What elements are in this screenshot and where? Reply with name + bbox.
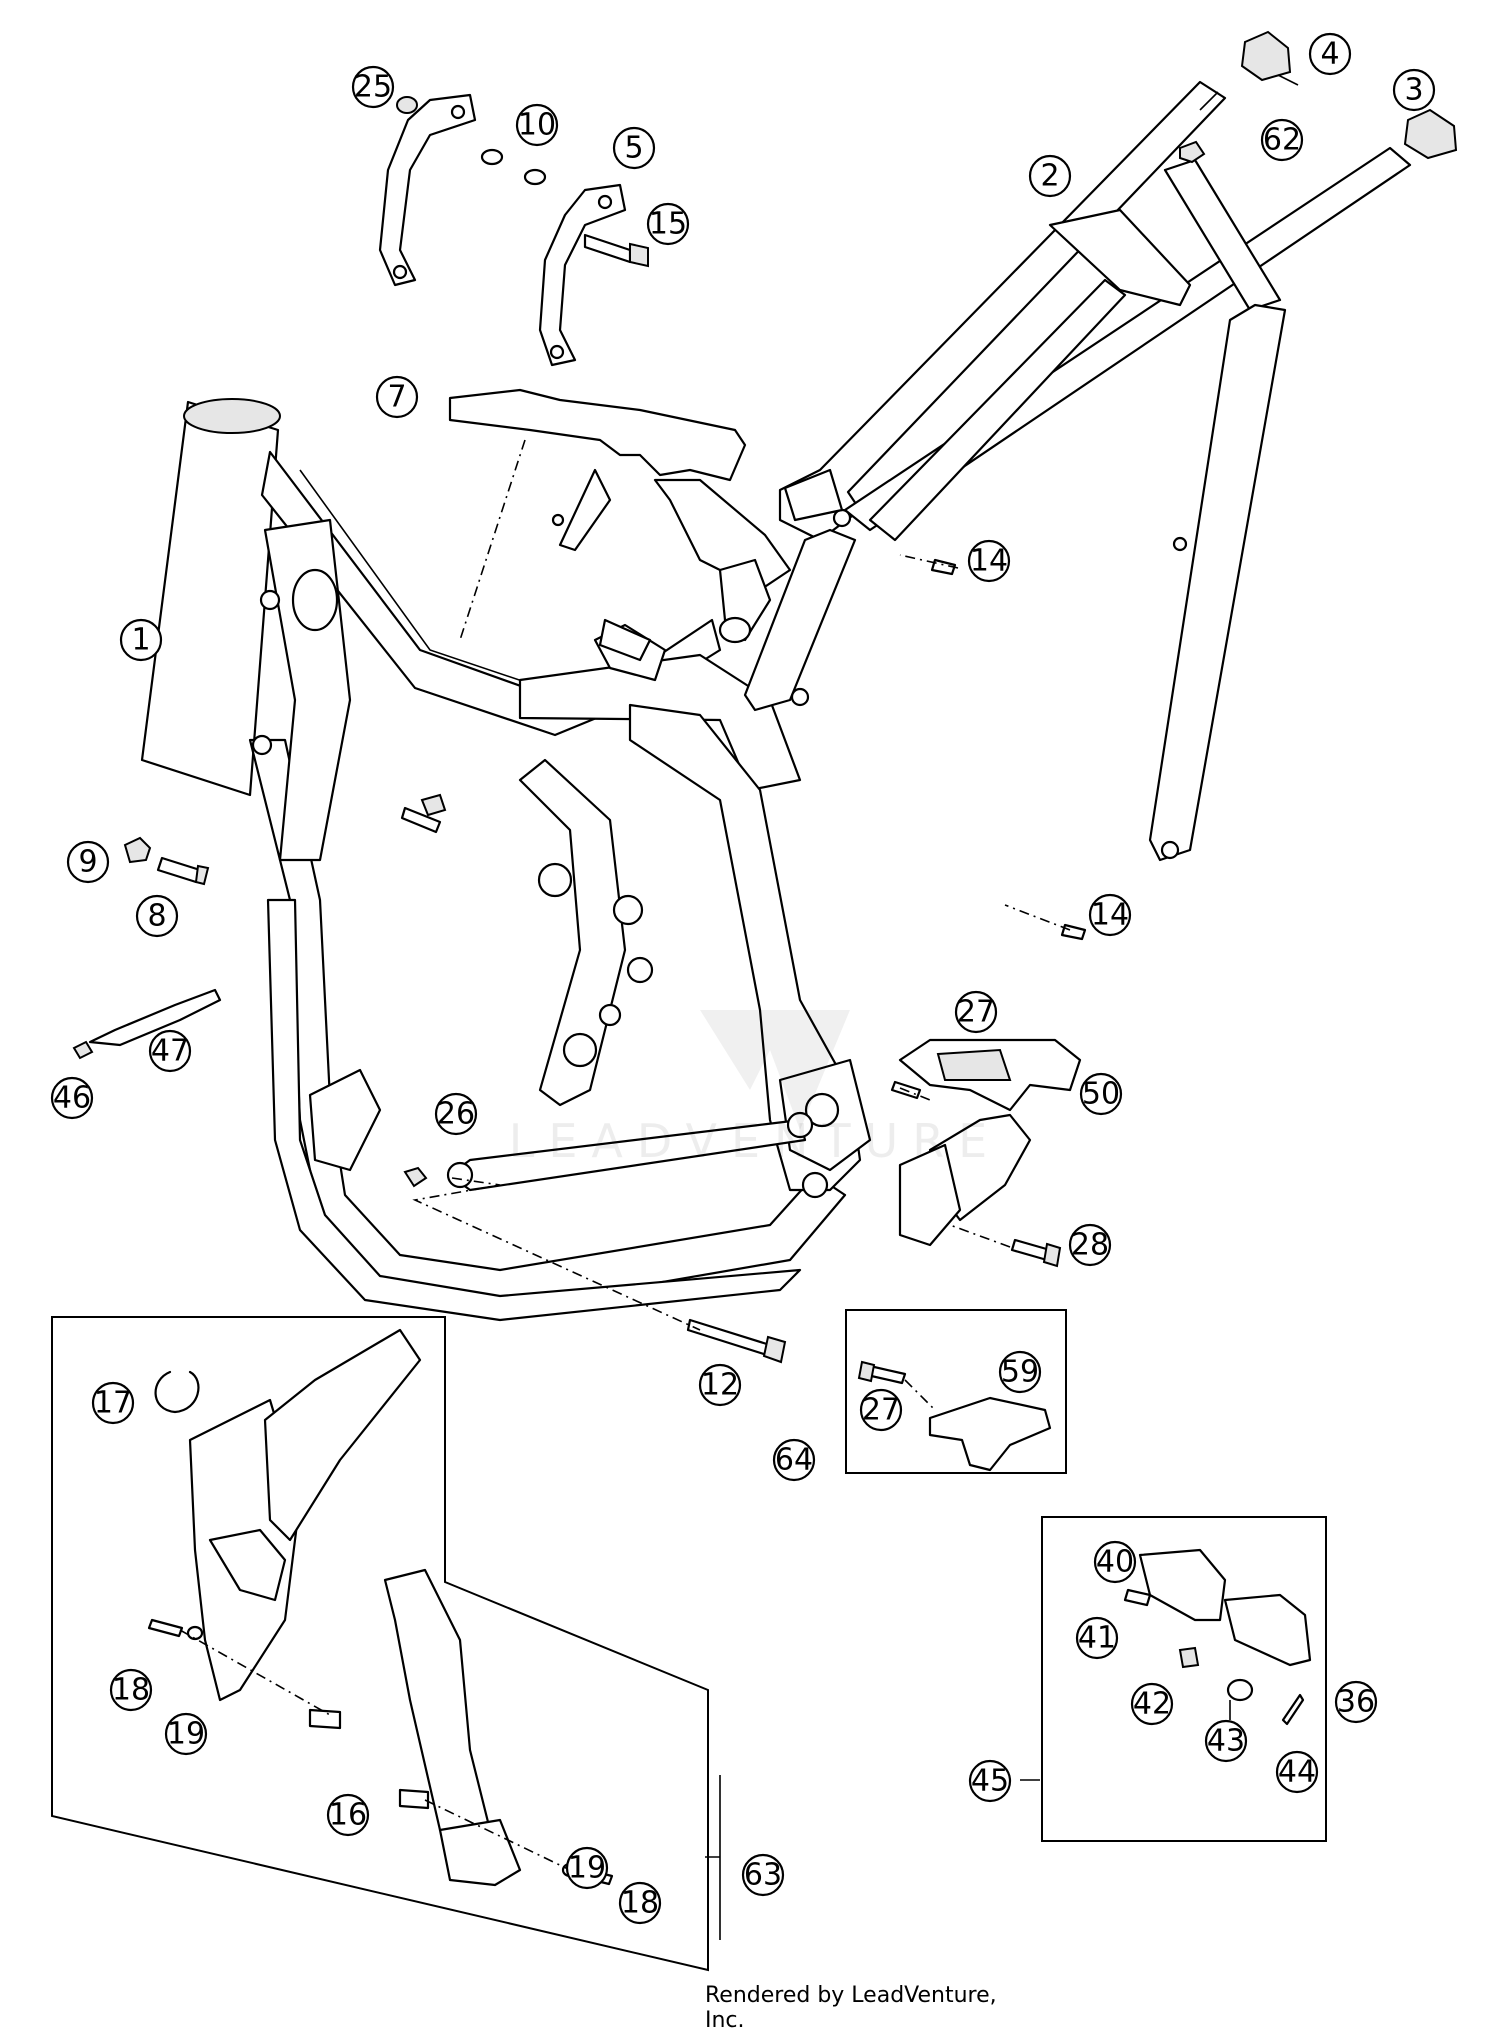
svg-text:26: 26 (437, 1097, 475, 1132)
svg-text:14: 14 (1091, 898, 1129, 933)
callout-26: 26 (434, 1092, 478, 1136)
callout-40: 40 (1093, 1540, 1137, 1584)
svg-text:63: 63 (744, 1858, 782, 1893)
svg-text:28: 28 (1071, 1228, 1109, 1263)
leader-lines (705, 74, 1299, 1940)
callout-47: 47 (148, 1029, 192, 1073)
svg-text:2: 2 (1040, 159, 1059, 194)
bolt-12 (686, 1318, 787, 1364)
svg-text:45: 45 (971, 1764, 1009, 1799)
svg-text:3: 3 (1404, 73, 1423, 108)
subframe (743, 80, 1412, 862)
callout-63: 63 (741, 1853, 785, 1897)
side-stand-bracket (890, 1038, 1082, 1268)
svg-text:59: 59 (1001, 1355, 1039, 1390)
subframe-end-caps (1240, 30, 1458, 160)
svg-text:4: 4 (1320, 37, 1339, 72)
svg-text:27: 27 (957, 995, 995, 1030)
nut-62 (1179, 140, 1206, 164)
svg-text:43: 43 (1207, 1724, 1245, 1759)
callout-10: 10 (515, 103, 559, 147)
svg-text:9: 9 (78, 845, 97, 880)
svg-text:16: 16 (329, 1798, 367, 1833)
small-parts-left (72, 793, 447, 1188)
callout-27-upper: 27 (954, 990, 998, 1034)
callout-18-right: 18 (618, 1881, 662, 1925)
frame-guards (147, 1328, 614, 1887)
callout-45: 45 (968, 1759, 1012, 1803)
bolt-14-upper (930, 558, 957, 576)
callout-27-box: 27 (859, 1388, 903, 1432)
callout-8: 8 (135, 894, 179, 938)
callout-19-left: 19 (164, 1712, 208, 1756)
kit-box-64 (845, 1309, 1067, 1474)
svg-text:15: 15 (649, 207, 687, 242)
callout-44: 44 (1275, 1750, 1319, 1794)
footpegs (1123, 1548, 1312, 1726)
callout-36: 36 (1334, 1680, 1378, 1724)
callout-50: 50 (1079, 1072, 1123, 1116)
svg-text:17: 17 (94, 1386, 132, 1421)
callout-19-right: 19 (565, 1846, 609, 1890)
callout-12: 12 (698, 1363, 742, 1407)
svg-text:44: 44 (1278, 1755, 1316, 1790)
svg-text:8: 8 (147, 899, 166, 934)
rendered-by-footer: Rendered by LeadVenture, Inc. (705, 1983, 997, 2033)
callout-4: 4 (1308, 32, 1352, 76)
svg-text:62: 62 (1263, 123, 1301, 158)
callout-5: 5 (612, 126, 656, 170)
svg-text:18: 18 (112, 1673, 150, 1708)
svg-text:36: 36 (1337, 1685, 1375, 1720)
svg-text:19: 19 (568, 1851, 606, 1886)
callout-25: 25 (351, 65, 395, 109)
callout-15: 15 (646, 202, 690, 246)
callout-43: 43 (1204, 1719, 1248, 1763)
svg-text:5: 5 (624, 131, 643, 166)
callout-42: 42 (1130, 1682, 1174, 1726)
part-59 (857, 1360, 1052, 1472)
svg-text:12: 12 (701, 1368, 739, 1403)
callout-9: 9 (66, 840, 110, 884)
engine-brackets (378, 93, 649, 367)
svg-text:40: 40 (1096, 1545, 1134, 1580)
callout-7: 7 (375, 375, 419, 419)
callout-14-upper: 14 (967, 539, 1011, 583)
svg-text:50: 50 (1082, 1077, 1120, 1112)
callout-2: 2 (1028, 154, 1072, 198)
watermark-text: LEADVENTURE (509, 1114, 1002, 1168)
callout-46: 46 (50, 1076, 94, 1120)
callout-17: 17 (91, 1381, 135, 1425)
svg-text:64: 64 (775, 1443, 813, 1478)
callout-62: 62 (1260, 118, 1304, 162)
main-frame (140, 398, 872, 1322)
svg-text:27: 27 (862, 1393, 900, 1428)
svg-text:41: 41 (1078, 1621, 1116, 1656)
svg-text:42: 42 (1133, 1687, 1171, 1722)
callout-64: 64 (772, 1438, 816, 1482)
svg-text:25: 25 (354, 70, 392, 105)
kit-box-63 (51, 1316, 709, 1972)
callout-28: 28 (1068, 1223, 1112, 1267)
assembly-lines (179, 439, 1071, 1871)
svg-text:10: 10 (518, 108, 556, 143)
svg-text:14: 14 (970, 544, 1008, 579)
callout-3: 3 (1392, 68, 1436, 112)
svg-text:19: 19 (167, 1717, 205, 1752)
svg-text:47: 47 (151, 1034, 189, 1069)
callout-1: 1 (119, 618, 163, 662)
callout-41: 41 (1075, 1616, 1119, 1660)
watermark: LEADVENTURE (509, 1010, 1002, 1168)
svg-text:1: 1 (131, 623, 150, 658)
callout-14-lower: 14 (1088, 893, 1132, 937)
callout-59: 59 (998, 1350, 1042, 1394)
svg-text:18: 18 (621, 1886, 659, 1921)
callout-16: 16 (326, 1793, 370, 1837)
callout-18-left: 18 (109, 1668, 153, 1712)
top-bracket-7 (448, 388, 792, 644)
bolt-14-lower (1060, 923, 1087, 941)
kit-box-45 (1041, 1516, 1327, 1842)
svg-text:7: 7 (387, 380, 406, 415)
svg-text:46: 46 (53, 1081, 91, 1116)
